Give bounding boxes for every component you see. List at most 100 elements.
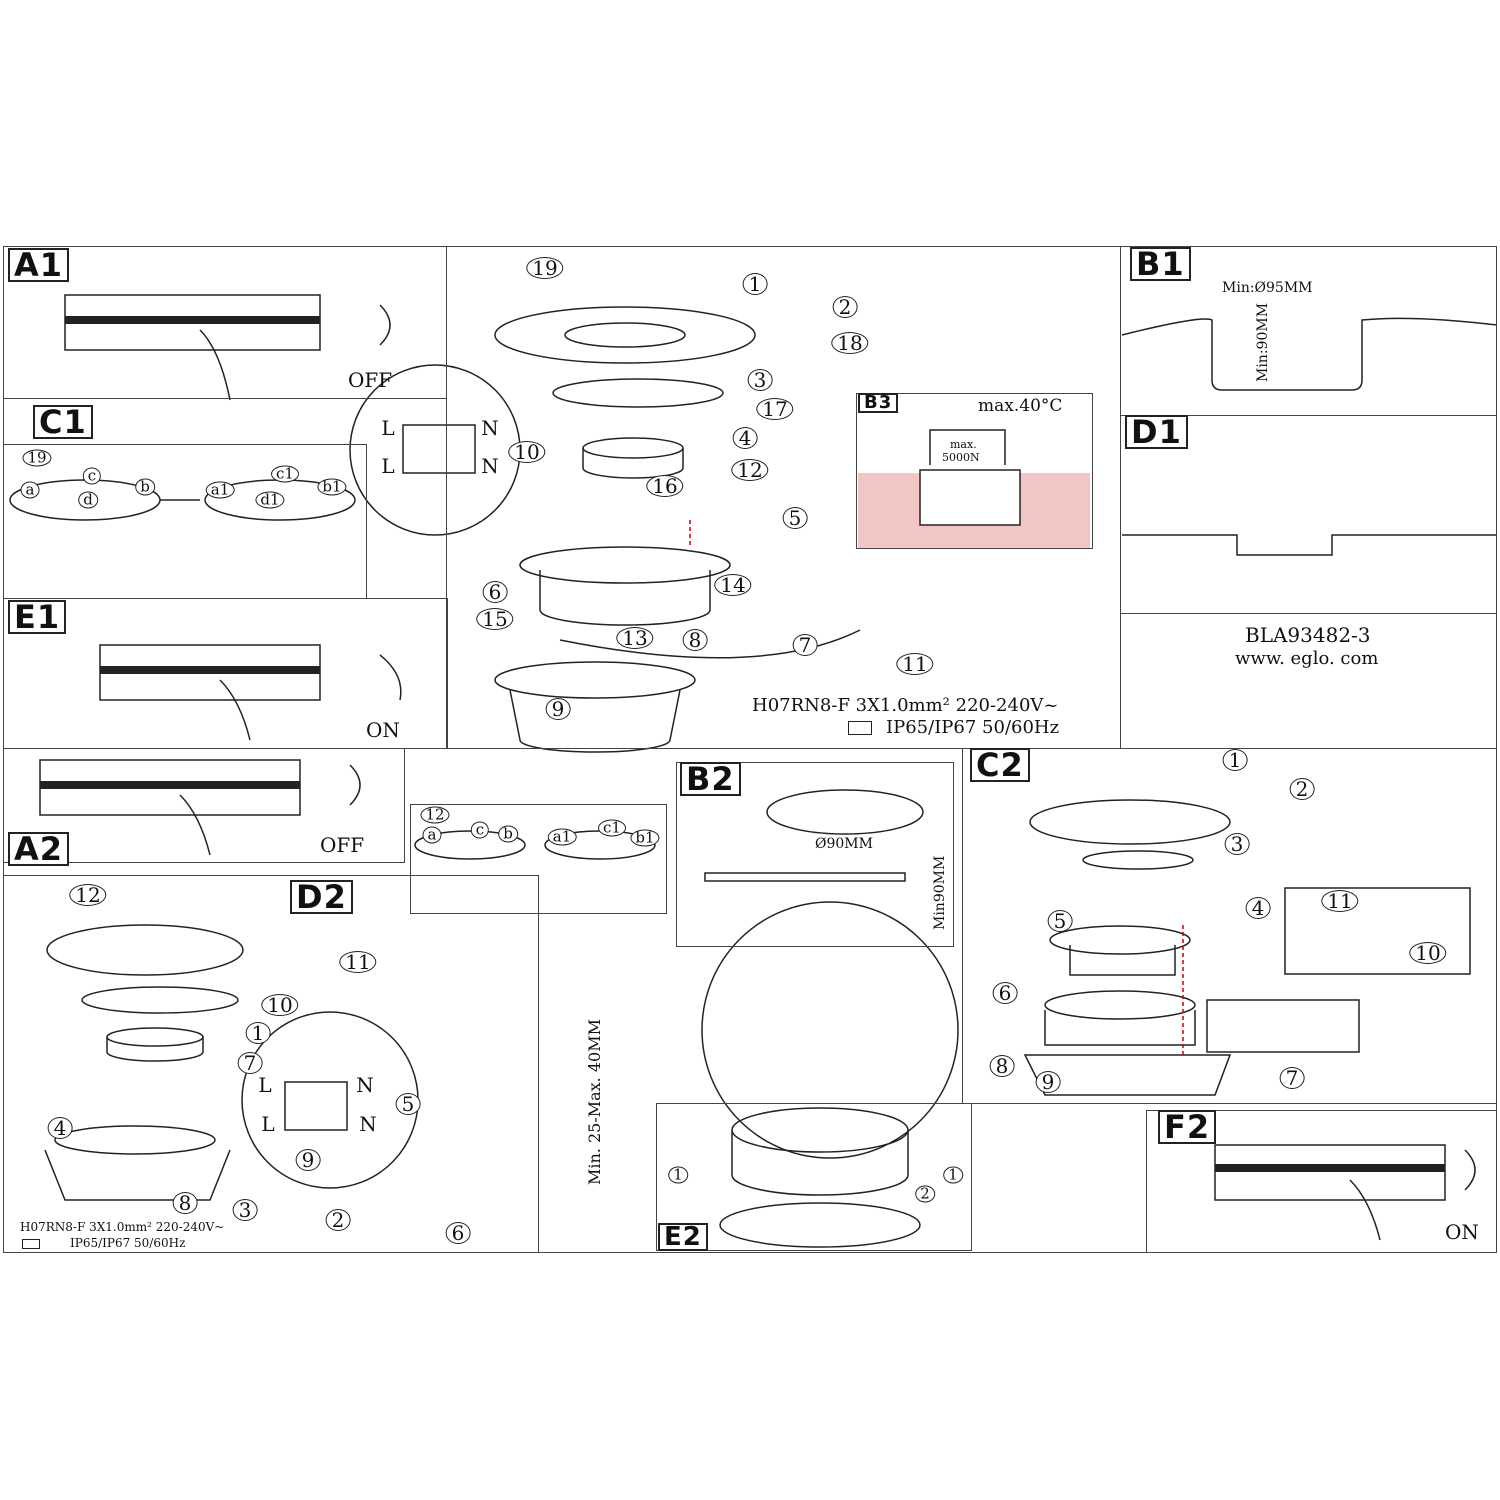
callout-number: c1 [271,465,299,483]
callout-number: c [470,821,490,839]
ip-spec: IP65/IP67 50/60Hz [848,717,1059,738]
callout-number: 2 [1289,778,1315,800]
gap-label: Min. 25-Max. 40MM [585,1019,604,1185]
callout-number: a [422,826,442,844]
callout-number: 3 [1224,833,1250,855]
callout-number: 4 [732,427,758,449]
callout-number: 4 [47,1117,73,1139]
model-number: BLA93482-3 [1245,623,1371,647]
website: www. eglo. com [1235,648,1379,669]
callout-number: 1 [1222,749,1248,771]
panel-d1 [1120,415,1497,614]
callout-number: 7 [1279,1067,1305,1089]
callout-number: 10 [508,441,546,463]
off-label: OFF [348,368,393,392]
panel-b2 [676,762,954,947]
callout-number: 12 [69,884,107,906]
ip-spec-text: IP65/IP67 50/60Hz [70,1236,186,1250]
off-label: OFF [320,833,365,857]
callout-number: 12 [420,806,450,824]
callout-number: 1 [742,273,768,295]
callout-number: 5 [782,507,808,529]
tag-b1: B1 [1130,247,1191,281]
panel-b3 [856,393,1093,549]
tag-a1: A1 [8,248,70,282]
class-ii-icon [848,721,872,735]
callout-number: 18 [831,332,869,354]
callout-number: 11 [896,653,934,675]
diameter-label: Ø90MM [815,836,873,852]
depth-label: Min90MM [932,855,948,930]
callout-number: b1 [317,478,347,496]
callout-number: 9 [545,698,571,720]
panel-c2 [962,748,1497,1104]
tag-f2: F2 [1158,1110,1217,1144]
callout-number: 14 [714,574,752,596]
callout-number: 6 [482,581,508,603]
wire-label: N [359,1112,377,1136]
callout-number: 10 [1409,942,1447,964]
callout-number: 10 [261,994,299,1016]
callout-number: 5 [395,1093,421,1115]
callout-number: 13 [616,627,654,649]
callout-number: 11 [339,951,377,973]
panel-c1 [3,444,367,599]
callout-number: 8 [172,1192,198,1214]
on-label: ON [366,718,400,742]
panel-e2 [656,1103,972,1251]
on-label: ON [1445,1220,1479,1244]
wire-label: N [481,454,499,478]
breaker-f2 [1214,1144,1476,1241]
callout-number: 8 [682,629,708,651]
callout-number: a1 [205,481,235,499]
tag-e2: E2 [658,1223,708,1251]
wire-label: L [258,1073,272,1097]
callout-number: 7 [237,1052,263,1074]
tag-a2: A2 [8,832,70,866]
breaker-a1 [64,294,391,401]
callout-number: 12 [731,459,769,481]
tag-d2: D2 [290,880,353,914]
callout-number: 15 [476,608,514,630]
callout-number: c [82,467,102,485]
tag-b2: B2 [680,762,741,796]
class-ii-icon [22,1238,40,1249]
wire-label: L [381,454,395,478]
max-load-value: 5000N [942,451,980,464]
callout-number: a [20,481,40,499]
callout-number: 3 [747,369,773,391]
callout-number: 5 [1047,910,1073,932]
callout-number: 6 [445,1222,471,1244]
panel-d2 [3,875,539,1253]
callout-number: 16 [646,475,684,497]
callout-number: 8 [989,1055,1015,1077]
tag-d1: D1 [1125,415,1188,449]
hole-width-label: Min:Ø95MM [1222,280,1313,296]
wire-label: N [481,416,499,440]
callout-number: 2 [832,296,858,318]
wire-label: L [381,416,395,440]
callout-number: 7 [792,634,818,656]
tag-b3: B3 [858,393,899,413]
breaker-a2 [39,759,361,856]
callout-number: 6 [992,982,1018,1004]
callout-number: 11 [1321,890,1359,912]
callout-number: a1 [547,828,577,846]
ip-spec: IP65/IP67 50/60Hz [22,1236,185,1250]
tag-c2: C2 [970,748,1030,782]
cable-spec: H07RN8-F 3X1.0mm² 220-240V~ [20,1220,225,1234]
callout-number: d1 [255,491,285,509]
callout-number: 1 [943,1166,963,1184]
callout-number: b1 [630,829,660,847]
callout-number: d [78,491,98,509]
callout-number: 19 [22,449,52,467]
callout-number: 9 [295,1149,321,1171]
callout-number: c1 [598,819,626,837]
callout-number: 1 [668,1166,688,1184]
wire-label: L [261,1112,275,1136]
callout-number: 3 [232,1199,258,1221]
tag-c1: C1 [33,405,93,439]
max-load-label: max. [950,438,977,451]
breaker-e1 [99,644,402,741]
